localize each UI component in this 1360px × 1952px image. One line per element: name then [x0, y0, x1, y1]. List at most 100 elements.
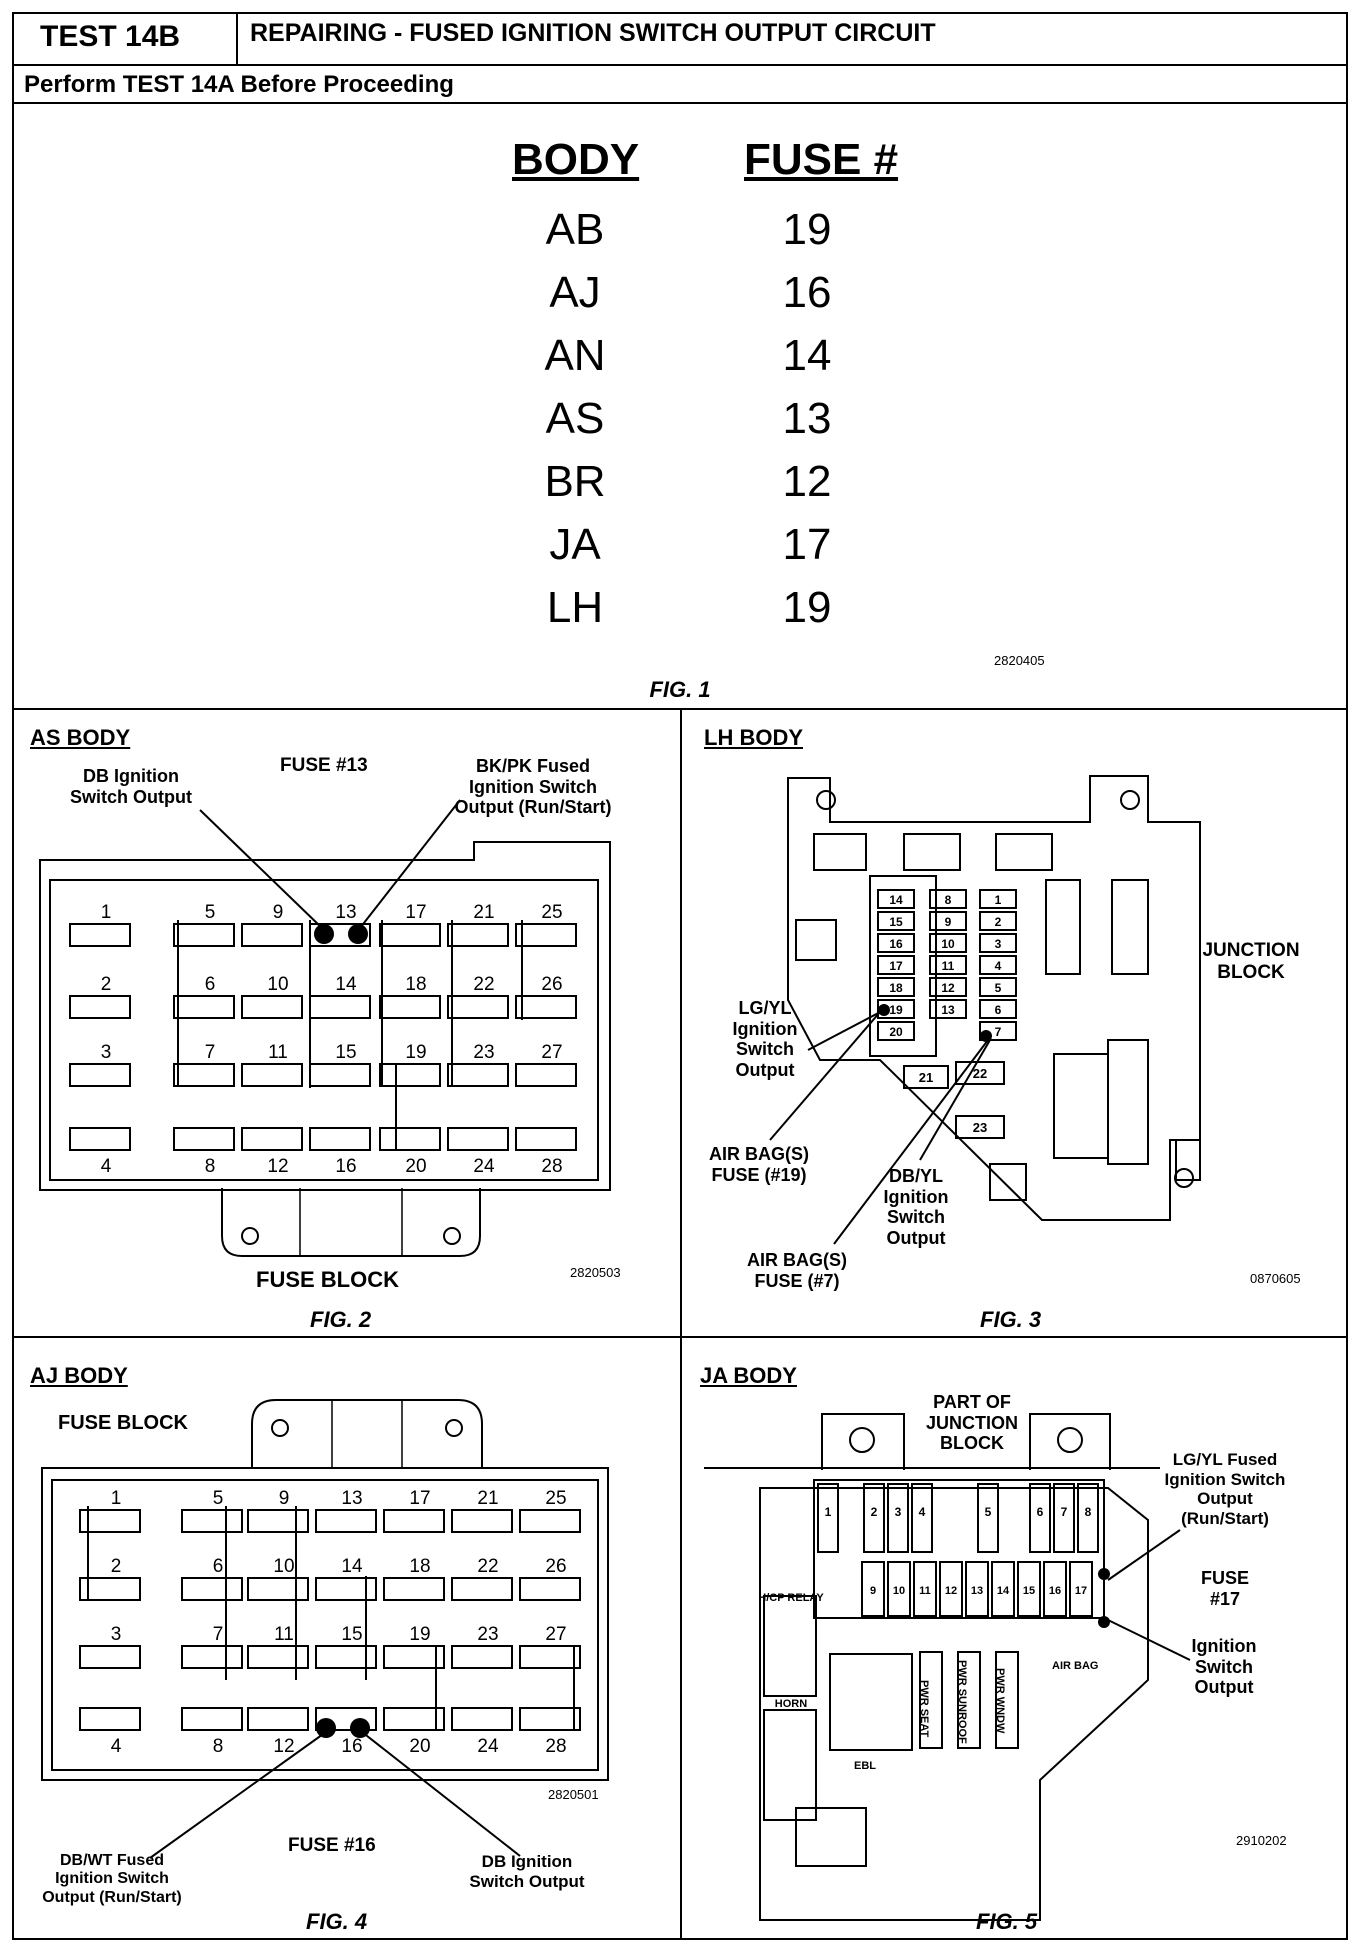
fig3-fuse-slot — [929, 955, 967, 975]
fig4-fuse-number: 22 — [477, 1556, 498, 1577]
fig5-caption: FIG. 5 — [976, 1909, 1038, 1934]
fig3-fuse-number: 1 — [995, 893, 1002, 907]
fig5-callout-top: LG/YL Fused Ignition Switch Output (Run/… — [1164, 1450, 1286, 1528]
fig5-fuse-slot — [913, 1561, 937, 1617]
fig4-fuse-number: 25 — [545, 1488, 566, 1509]
fig4-fuse-slot — [519, 1645, 581, 1669]
fig4-fuse-slot — [383, 1577, 445, 1601]
fig4-fuse-number: 26 — [545, 1556, 566, 1577]
fig4-fuse-number: 27 — [545, 1624, 566, 1645]
fig4-fuse-number: 9 — [279, 1488, 290, 1509]
fig1-fuse-cell: 19 — [782, 205, 832, 254]
fig4-fuse-number: 2 — [111, 1556, 122, 1577]
fig5-air-bag: AIR BAG — [1052, 1660, 1099, 1672]
fig3-fuse-slot — [955, 1115, 1005, 1139]
fig4-fuse-number: 24 — [477, 1736, 499, 1757]
fig2-fuse-number: 22 — [473, 974, 494, 995]
fig5-leader-bottom — [1107, 1619, 1191, 1661]
fig2-fuse-slot — [515, 923, 577, 947]
fig5-title: JA BODY — [700, 1363, 797, 1388]
fig2-fuse-slot — [173, 1127, 235, 1151]
fig5-junction-outline — [759, 1487, 1149, 1921]
fig2-fuse-slot — [515, 1127, 577, 1151]
fig1-body-cell: AN — [544, 331, 606, 380]
fig2-mount-tab — [221, 1188, 481, 1257]
fig4-fuse-number: 8 — [213, 1736, 224, 1757]
fig3-airbag7-callout: AIR BAG(S) FUSE (#7) — [747, 1250, 847, 1291]
fig5-relay2 — [763, 1709, 817, 1821]
fig2-fuse-number: 21 — [473, 902, 494, 923]
fig2-fuse-number: 1 — [101, 902, 112, 923]
fig3-fuse-number: 10 — [941, 937, 955, 951]
fig2-fuse-number: 3 — [101, 1042, 112, 1063]
fig5-fuse-number: 8 — [1085, 1505, 1092, 1519]
fig5-callout-bottom: Ignition Switch Output — [1191, 1636, 1257, 1698]
fig4-fuse-slot — [181, 1707, 243, 1731]
fig3-fuse-slot — [979, 977, 1017, 997]
fig1-fuse-cell: 19 — [782, 583, 832, 632]
fig4-fuse-number: 20 — [409, 1736, 430, 1757]
fig3-fuse-number: 19 — [889, 1003, 903, 1017]
fig5-fuse-slot — [977, 1483, 999, 1553]
fig4-fuse-number: 23 — [477, 1624, 498, 1645]
fig5-fuse-slot — [887, 1561, 911, 1617]
fig3-fuse-slot — [877, 889, 915, 909]
fig4-fuse-number: 21 — [477, 1488, 498, 1509]
fig3-right-callout: DB/YL Ignition Switch Output — [883, 1166, 949, 1249]
fig3-fuse-number: 9 — [945, 915, 952, 929]
fig4-fuse-number: 1 — [111, 1488, 122, 1509]
fig4-terminal-right — [350, 1718, 370, 1738]
fig4-fuse-number: 19 — [409, 1624, 430, 1645]
fig2-fuse-slot — [309, 1127, 371, 1151]
fig2-fuse-number: 5 — [205, 902, 216, 923]
fig1-fuse-cell: 17 — [782, 520, 832, 569]
fig4-mount-hole-left — [271, 1419, 289, 1437]
fig5-fuse-number: 15 — [1023, 1585, 1035, 1597]
fig4-fuse-slot — [451, 1645, 513, 1669]
fig3-fuse-slot — [877, 933, 915, 953]
fig4-fuse-slot — [315, 1645, 377, 1669]
fig3-airbag19-callout: AIR BAG(S) FUSE (#19) — [709, 1144, 809, 1185]
fig5-left-mount — [821, 1413, 905, 1470]
fig3-fuse-slot — [929, 933, 967, 953]
fig2-fuse-slot — [241, 923, 303, 947]
fig3-code: 0870605 — [1250, 1271, 1301, 1286]
fig3-fuse-number: 11 — [942, 959, 955, 973]
fig2-fuse-number: 17 — [405, 902, 426, 923]
fig5-fuse-slot — [1077, 1483, 1099, 1553]
fig3-fuse-number: 20 — [889, 1025, 903, 1039]
fig2-title: AS BODY — [30, 725, 131, 750]
fig2-fuse-number: 19 — [405, 1042, 426, 1063]
fig4-fuse-slot — [519, 1509, 581, 1533]
fig3-fuse-slot — [929, 889, 967, 909]
fig5-fuse-number: 16 — [1049, 1585, 1061, 1597]
fig5-fuse-slot — [863, 1483, 885, 1553]
fig3-fuse-number: 7 — [995, 1025, 1002, 1039]
fig3-fuse-slot — [877, 977, 915, 997]
fig5-fuse-number: 13 — [971, 1585, 983, 1597]
fig2-fuse-slot — [173, 995, 235, 1019]
fig3-fuse-slot — [979, 889, 1017, 909]
fig4-fuse-slot — [79, 1577, 141, 1601]
fig2-fuse-slot — [69, 1063, 131, 1087]
fig3-fuse-number: 15 — [889, 915, 903, 929]
fig3-fuse-number: 5 — [995, 981, 1002, 995]
fig2-fuse-number: 23 — [473, 1042, 494, 1063]
fig3-fuse-slot — [877, 911, 915, 931]
fig1-fuse-cell: 12 — [782, 457, 832, 506]
fig4-fuse-slot — [315, 1577, 377, 1601]
page-title: REPAIRING - FUSED IGNITION SWITCH OUTPUT… — [250, 19, 936, 47]
fig2-fuse-number: 2 — [101, 974, 112, 995]
fig2-fuse-number: 8 — [205, 1156, 216, 1177]
fig3-caption: FIG. 3 — [980, 1307, 1042, 1332]
fig4-fuse-slot — [315, 1509, 377, 1533]
fig3-leader-airbag7 — [833, 1039, 989, 1245]
fig5-terminal-top — [1098, 1568, 1110, 1580]
fig2-fuse-slot — [447, 1063, 509, 1087]
fig5-fuse-number: 3 — [895, 1505, 902, 1519]
fig2-fuse-number: 27 — [541, 1042, 562, 1063]
fig4-fuse-slot — [451, 1509, 513, 1533]
fig4-fuse-slot — [383, 1509, 445, 1533]
fig3-fuse-slot — [903, 1065, 949, 1089]
